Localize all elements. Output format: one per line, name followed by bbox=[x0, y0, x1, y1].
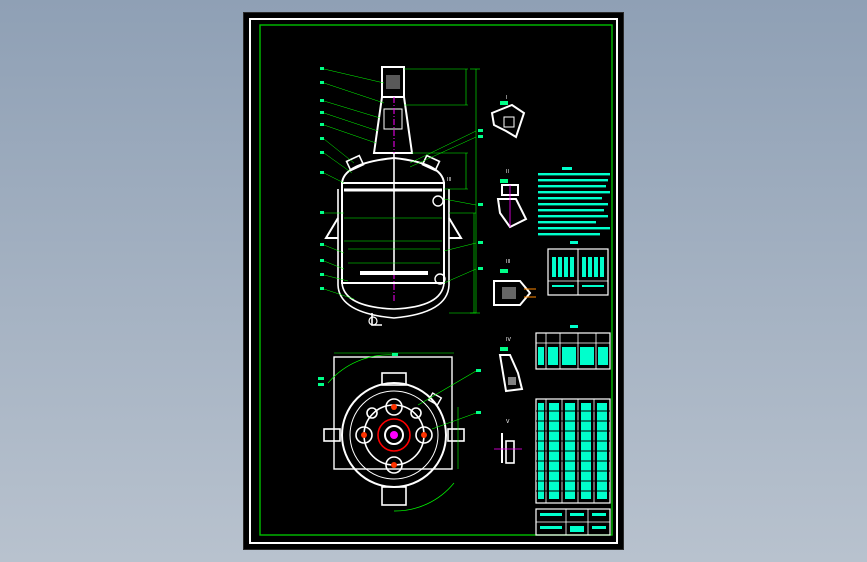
top-head bbox=[341, 156, 445, 184]
label-V: V bbox=[506, 419, 510, 425]
detail-III: III bbox=[493, 259, 536, 306]
svg-text:III: III bbox=[506, 259, 510, 265]
vessel-top-view bbox=[318, 352, 481, 512]
label-I: I bbox=[506, 95, 507, 101]
detail-I: I bbox=[490, 95, 526, 139]
outer-border bbox=[249, 18, 618, 544]
title-block bbox=[535, 508, 611, 536]
drawing-sheet: III bbox=[244, 13, 623, 549]
reducer-bracket bbox=[372, 96, 414, 154]
parts-list bbox=[535, 398, 611, 504]
impeller bbox=[360, 271, 428, 275]
inner-frame bbox=[259, 24, 613, 536]
label-II: II bbox=[506, 169, 509, 175]
nozzle-table bbox=[535, 325, 611, 370]
vessel-front-section: III bbox=[320, 66, 483, 326]
vessel-shell bbox=[341, 182, 445, 284]
label-IV: IV bbox=[506, 337, 511, 343]
technical-notes bbox=[538, 167, 610, 236]
detail-II: II bbox=[496, 169, 528, 229]
detail-V: V bbox=[494, 419, 522, 464]
label-III: III bbox=[447, 177, 451, 183]
jacket bbox=[337, 189, 450, 319]
technical-table bbox=[547, 241, 609, 296]
detail-IV: IV bbox=[498, 337, 524, 393]
